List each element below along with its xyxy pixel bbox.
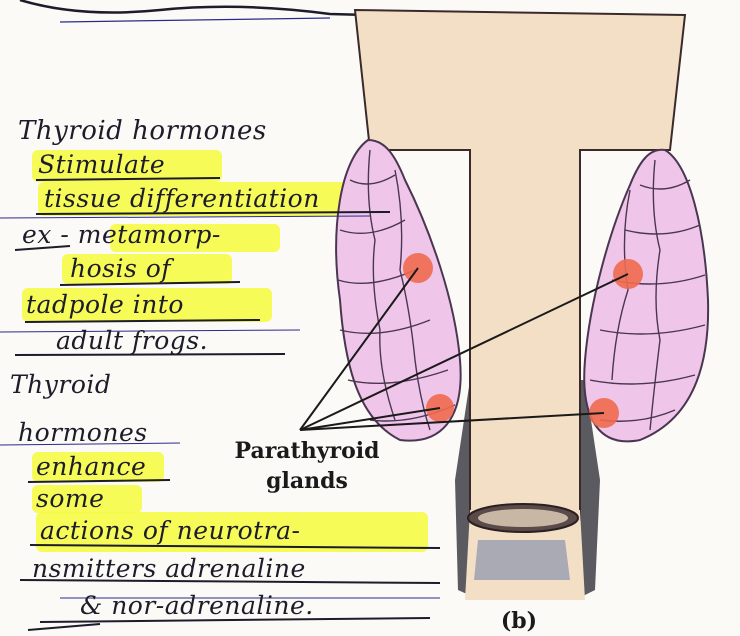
thyroid-right-lobe	[584, 150, 708, 442]
note-line-12: actions of neurotra-	[40, 518, 300, 543]
note-line-2: Stimulate	[38, 152, 165, 177]
note-line-1: Thyroid hormones	[18, 118, 267, 144]
note-line-7: adult frogs.	[56, 328, 208, 353]
note-line-13: nsmitters adrenaline	[32, 556, 306, 581]
note-line-9: hormones	[18, 420, 148, 445]
note-line-5: hosis of	[70, 256, 171, 281]
figure-caption: (b)	[494, 606, 544, 636]
note-line-6: tadpole into	[26, 292, 184, 317]
parathyroid-label: Parathyroid glands	[222, 436, 392, 496]
note-line-11: some	[36, 486, 104, 511]
note-line-10: enhance	[36, 454, 146, 479]
note-line-4: ex - metamorp-	[22, 222, 221, 247]
ink-top-curve	[20, 0, 405, 16]
note-line-3: tissue differentiation	[44, 186, 320, 211]
note-line-8: Thyroid	[10, 372, 111, 397]
parathyroid-label-line1: Parathyroid	[222, 436, 392, 466]
ink-top-line	[60, 18, 330, 22]
parathyroid-label-line2: glands	[222, 466, 392, 496]
note-line-14: & nor-adrenaline.	[80, 593, 314, 618]
